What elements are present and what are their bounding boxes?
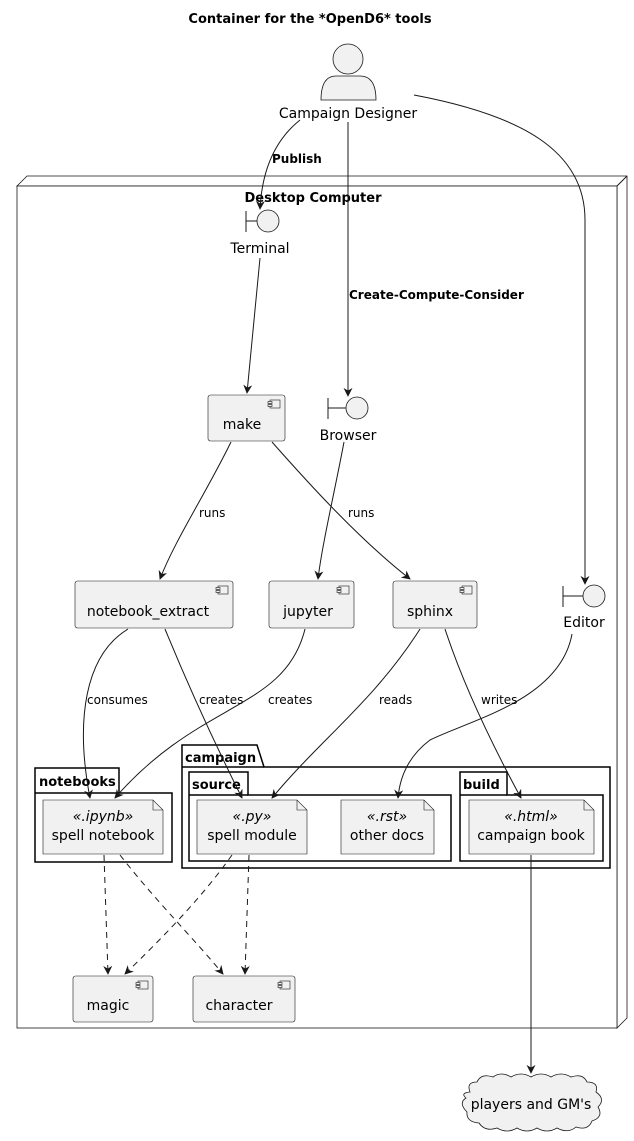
label-create-compute-consider: Create-Compute-Consider <box>349 288 524 302</box>
document-icon <box>196 799 308 855</box>
document-icon <box>468 799 595 855</box>
edge-designer-terminal <box>255 119 301 210</box>
browser-boundary[interactable]: Browser <box>320 396 377 444</box>
other-docs-stereotype: «.rst» <box>367 809 407 825</box>
cloud-icon <box>461 1073 602 1132</box>
edge-designer-editor <box>413 94 590 585</box>
edge-spell-notebook-magic <box>103 854 113 975</box>
campaign-designer-actor[interactable]: Campaign Designer <box>279 43 418 122</box>
edge-labels: Publish Create-Compute-Consider runs run… <box>87 152 524 707</box>
label-consumes: consumes <box>87 693 148 707</box>
terminal-label: Terminal <box>229 241 289 257</box>
other-docs-artifact[interactable]: «.rst» other docs <box>340 799 435 855</box>
build-package-label: build <box>463 778 500 793</box>
notebooks-package-label: notebooks <box>39 775 116 790</box>
campaign-book-artifact[interactable]: «.html» campaign book <box>468 799 595 855</box>
edge-notebook-extract-spell-notebook <box>82 628 129 799</box>
campaign-package[interactable]: campaign <box>181 744 611 869</box>
label-runs-right: runs <box>348 506 374 520</box>
actor-body-icon <box>320 75 377 101</box>
label-runs-left: runs <box>199 506 225 520</box>
character-label: character <box>205 998 272 1014</box>
notebooks-package[interactable]: notebooks <box>34 767 173 863</box>
terminal-boundary[interactable]: Terminal <box>229 209 290 257</box>
jupyter-label: jupyter <box>282 604 333 620</box>
sphinx-label: sphinx <box>407 604 453 620</box>
players-cloud[interactable]: players and GM's <box>461 1073 602 1132</box>
notebook-extract-component[interactable]: notebook_extract <box>74 580 234 629</box>
edge-jupyter-spell-notebook <box>114 628 306 799</box>
edge-editor-other-docs <box>394 633 573 799</box>
editor-label: Editor <box>563 615 605 631</box>
character-component[interactable]: character <box>192 975 296 1023</box>
campaign-package-label: campaign <box>185 751 256 766</box>
browser-label: Browser <box>320 428 377 444</box>
spell-notebook-label: spell notebook <box>52 828 156 844</box>
make-label: make <box>223 417 261 433</box>
sphinx-component[interactable]: sphinx <box>392 580 478 629</box>
spell-module-stereotype: «.py» <box>233 809 272 825</box>
spell-module-label: spell module <box>207 828 297 844</box>
actor-head-icon <box>332 43 364 75</box>
diagram-title: Container for the *OpenD6* tools <box>188 12 431 27</box>
label-creates-2: creates <box>268 693 312 707</box>
jupyter-component[interactable]: jupyter <box>268 580 355 629</box>
magic-component[interactable]: magic <box>72 975 154 1023</box>
edge-make-notebook-extract <box>158 441 232 580</box>
edge-spell-module-magic <box>124 854 233 975</box>
edge-terminal-make <box>243 257 261 394</box>
editor-boundary[interactable]: Editor <box>562 584 606 631</box>
cloud-label: players and GM's <box>471 1097 592 1113</box>
other-docs-label: other docs <box>350 828 424 844</box>
edges <box>82 94 590 1074</box>
campaign-book-stereotype: «.html» <box>504 809 558 825</box>
document-icon <box>42 799 164 855</box>
source-package[interactable]: source <box>188 771 452 862</box>
node-label: Desktop Computer <box>245 191 383 206</box>
magic-label: magic <box>87 998 130 1014</box>
spell-notebook-artifact[interactable]: «.ipynb» spell notebook <box>42 799 164 855</box>
edge-notebook-extract-spell-module <box>164 628 243 799</box>
spell-module-artifact[interactable]: «.py» spell module <box>196 799 308 855</box>
notebook-extract-label: notebook_extract <box>87 604 210 620</box>
label-reads: reads <box>379 693 412 707</box>
document-icon <box>340 799 435 855</box>
campaign-book-label: campaign book <box>477 828 585 844</box>
label-creates-1: creates <box>199 693 243 707</box>
edge-sphinx-spell-module <box>271 628 421 799</box>
edge-browser-jupyter <box>314 441 345 580</box>
label-writes: writes <box>481 693 517 707</box>
edge-make-sphinx <box>271 441 411 580</box>
label-publish: Publish <box>272 152 322 166</box>
spell-notebook-stereotype: «.ipynb» <box>73 809 134 825</box>
actor-label: Campaign Designer <box>279 106 418 122</box>
source-package-label: source <box>192 778 241 793</box>
edge-spell-module-character <box>240 854 250 975</box>
make-component[interactable]: make <box>207 394 286 442</box>
